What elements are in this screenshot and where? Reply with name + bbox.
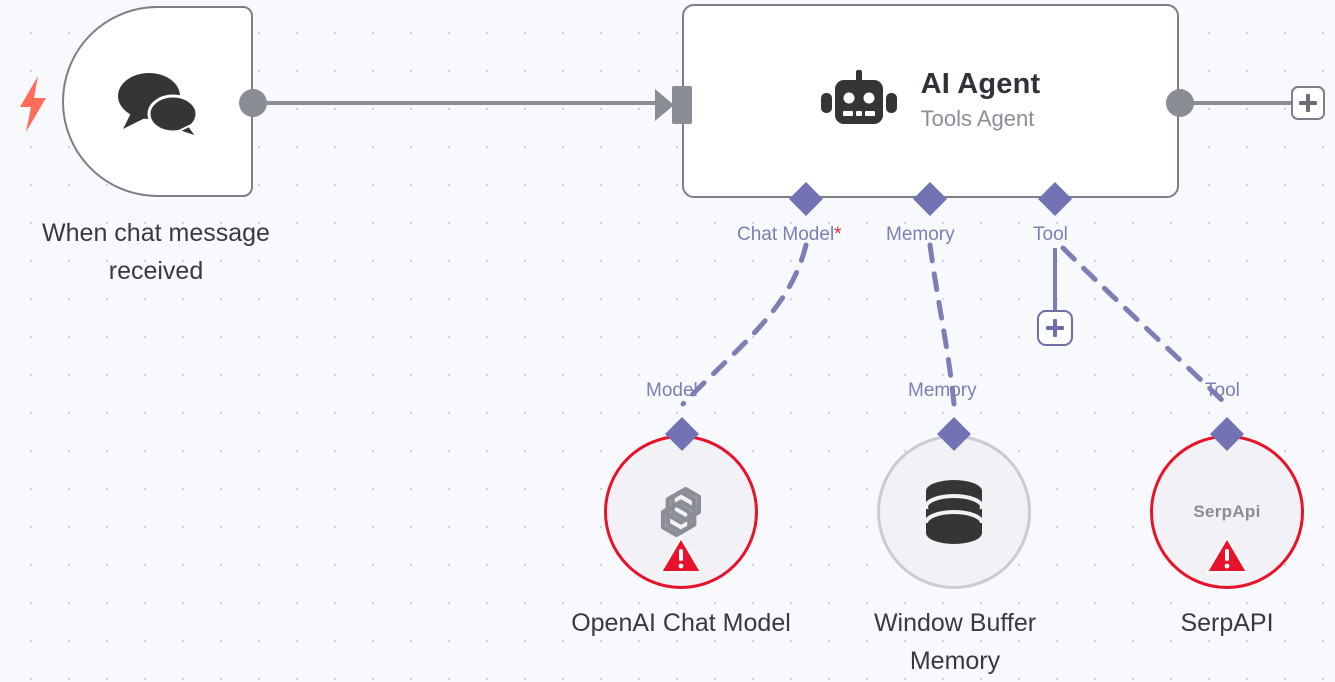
port-label-chat-model: Chat Model* — [737, 224, 842, 245]
node-subtitle-ai-agent: Tools Agent — [920, 106, 1035, 131]
warning-triangle-icon — [660, 536, 702, 573]
node-caption-trigger: When chat message received — [42, 219, 270, 285]
agent-input-port[interactable] — [672, 86, 692, 124]
subnode-port-label-model: Model — [646, 380, 698, 401]
agent-input-arrow-icon — [655, 89, 674, 121]
node-ai-agent[interactable]: AI Agent Tools Agent — [682, 4, 1179, 198]
plus-icon — [1046, 319, 1064, 337]
warning-triangle-icon — [1206, 536, 1248, 573]
add-tool-button[interactable] — [1037, 310, 1073, 346]
connection-chatmodel[interactable] — [680, 242, 809, 407]
trigger-output-port[interactable] — [239, 89, 267, 117]
serpapi-wordmark-icon: SerpApi — [1193, 502, 1261, 521]
node-serpapi[interactable]: SerpApi — [1150, 435, 1304, 589]
plus-icon — [1299, 94, 1317, 112]
subnode-caption-serpapi: SerpAPI — [1180, 609, 1274, 637]
node-title-ai-agent: AI Agent — [920, 68, 1041, 100]
openai-logo-icon — [660, 486, 702, 538]
port-label-memory: Memory — [886, 224, 955, 245]
subnode-port-label-memory: Memory — [908, 380, 977, 401]
subnode-caption-openai-chat-model: OpenAI Chat Model — [571, 609, 791, 637]
node-openai-chat-model[interactable] — [604, 435, 758, 589]
node-window-buffer-memory[interactable] — [877, 435, 1031, 589]
node-when-chat-message-received[interactable] — [62, 6, 253, 197]
connection-tool[interactable] — [1060, 245, 1229, 407]
lightning-bolt-icon — [20, 76, 46, 132]
subnode-caption-window-buffer-memory: Window Buffer Memory — [873, 609, 1037, 675]
robot-icon — [820, 70, 897, 124]
add-node-button[interactable] — [1291, 86, 1325, 120]
agent-output-port[interactable] — [1166, 89, 1194, 117]
database-icon — [924, 480, 984, 544]
subnode-port-label-tool: Tool — [1205, 380, 1240, 401]
chat-bubbles-icon — [117, 72, 198, 135]
port-label-tool: Tool — [1033, 224, 1068, 245]
